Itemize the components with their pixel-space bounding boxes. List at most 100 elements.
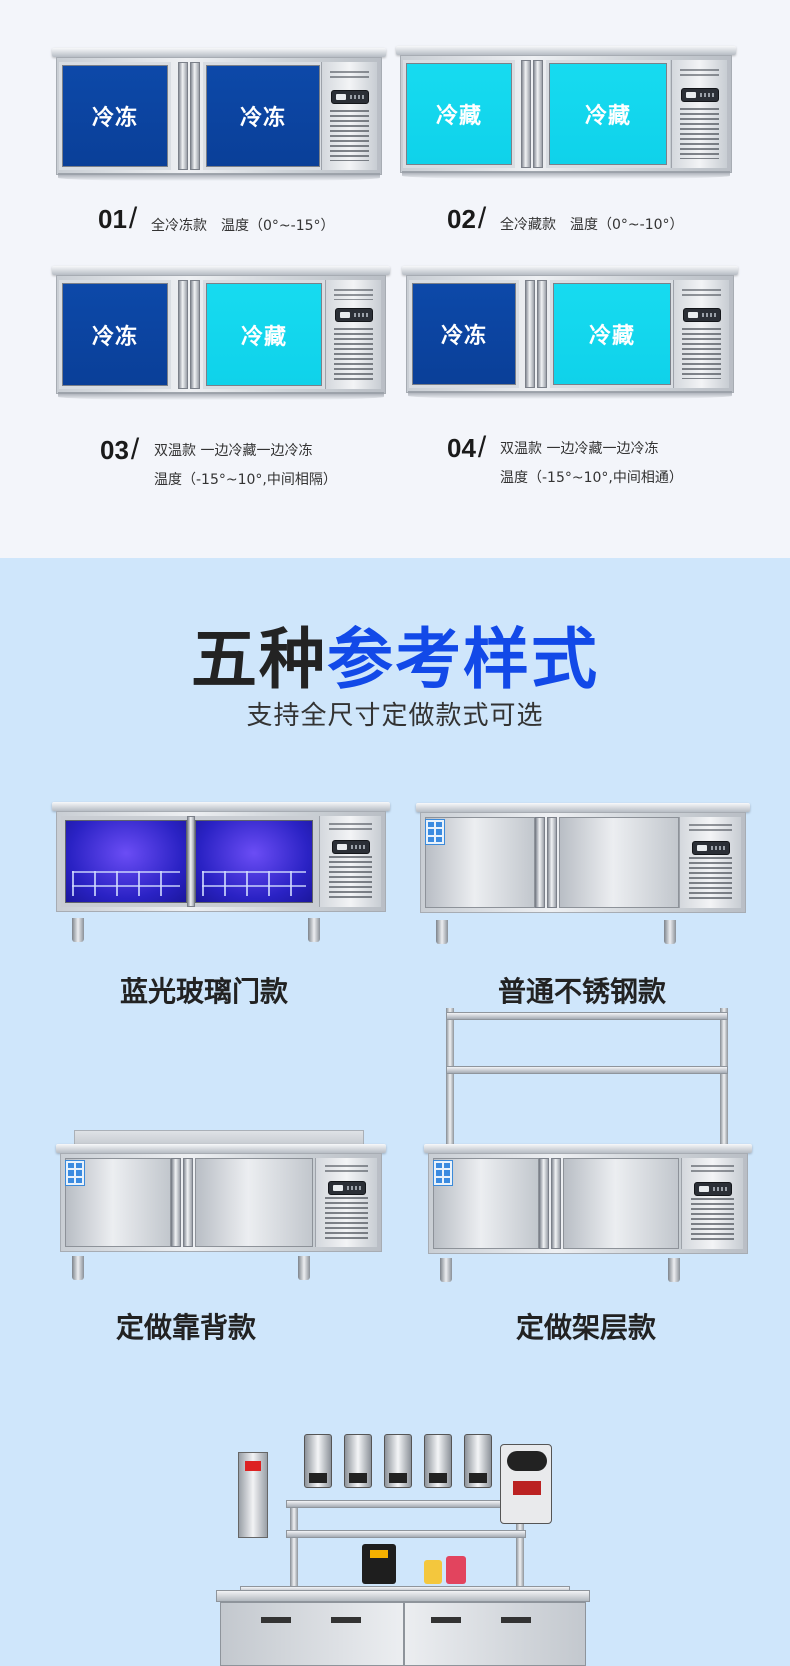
fridge-full-chill: 冷藏 冷藏 (396, 46, 736, 179)
vent-grille (324, 1197, 369, 1240)
base-shadow (58, 392, 384, 400)
door-label: 冷冻 (239, 106, 286, 131)
temperature-display (691, 840, 730, 855)
fridge-leg (436, 920, 448, 944)
fridge-full-freeze: 冷冻 冷冻 (52, 48, 386, 181)
fridge-dual-separated: 冷冻 冷藏 (52, 266, 390, 400)
vent-grille (329, 70, 370, 82)
fructose-dispenser-icon (362, 1544, 396, 1584)
counter-top (52, 802, 390, 811)
tea-urn-icon (464, 1434, 492, 1488)
door-handle (539, 1158, 549, 1249)
vent-grille (328, 823, 373, 833)
control-panel (673, 280, 729, 388)
fridge-body: 冷冻 冷冻 (56, 57, 382, 175)
caption-text: 温度（-15°~10°,中间相通） (500, 470, 683, 486)
water-boiler-icon (238, 1452, 268, 1538)
vent-grille (333, 327, 374, 381)
control-panel (679, 817, 741, 908)
fridge-blue-glass (52, 802, 390, 922)
door-handle (178, 280, 188, 389)
fridge-leg (72, 1256, 84, 1280)
vent-grille (324, 1165, 369, 1174)
fridge-dual-connected: 冷冻 冷藏 (402, 266, 738, 399)
vent-grille (679, 107, 720, 160)
shelf-grid (72, 871, 180, 897)
door-handle (190, 280, 200, 389)
temperature-display (331, 839, 370, 854)
door-handle (187, 816, 195, 907)
fridge-body (60, 1153, 382, 1252)
door-label: 冷冻 (91, 106, 138, 131)
door-handle (183, 1158, 193, 1247)
reference-styles-section: 五种参考样式 支持全尺寸定做款式可选 蓝光玻璃门款 (0, 558, 790, 1666)
door-left: 冷冻 (409, 280, 519, 388)
section-subtitle: 支持全尺寸定做款式可选 (246, 701, 544, 731)
fridge-body: 冷冻 冷藏 (56, 275, 386, 394)
fridge-leg (440, 1258, 452, 1282)
caption-text: 双温款 一边冷藏一边冷冻 (500, 441, 659, 457)
door-label: 冷冻 (440, 324, 487, 349)
fridge-body (428, 1153, 748, 1254)
steel-door-right (559, 817, 679, 908)
counter-top (52, 266, 390, 275)
control-panel (315, 1158, 377, 1247)
style-label-stainless: 普通不锈钢款 (497, 975, 666, 1008)
temperature-display (334, 308, 373, 323)
style-label-backsplash: 定做靠背款 (115, 1311, 256, 1344)
tea-urn-icon (424, 1434, 452, 1488)
base-shadow (58, 173, 380, 181)
shelf-grid (202, 871, 306, 897)
fridge-leg (308, 918, 320, 942)
door-left: 冷冻 (59, 62, 171, 170)
door-handle (547, 817, 557, 908)
fridge-backsplash (56, 1144, 386, 1260)
temperature-display (682, 308, 721, 323)
door-label: 冷藏 (435, 104, 482, 129)
fridge-body (420, 812, 746, 913)
steel-door-right (563, 1158, 679, 1249)
fridge-leg (668, 1258, 680, 1282)
temperature-types-section: 冷冻 冷冻 冷藏 冷藏 (0, 0, 790, 558)
fridge-shelf-rack (424, 1144, 752, 1262)
control-panel (681, 1158, 743, 1249)
section-title: 五种参考样式 (0, 606, 790, 702)
shelf-pole (516, 1502, 524, 1622)
fridge-body: 冷藏 冷藏 (400, 55, 732, 173)
vent-grille (690, 1198, 735, 1242)
station-counter-top (216, 1590, 590, 1602)
control-panel (321, 62, 377, 170)
counter-top (396, 46, 736, 55)
temperature-display (330, 90, 369, 105)
fridge-body: 冷冻 冷藏 (406, 275, 734, 393)
shelf-bar-top (446, 1012, 728, 1020)
vent-grille (688, 857, 733, 901)
control-panel (319, 816, 381, 907)
door-handle (537, 280, 547, 388)
door-handle (525, 280, 535, 388)
topping-jar-icon (424, 1560, 442, 1584)
style-label-blue-glass: 蓝光玻璃门款 (119, 975, 288, 1008)
vent-grille (690, 1165, 735, 1175)
spec-sticker-icon (65, 1160, 85, 1186)
sealing-machine-icon (500, 1444, 552, 1524)
fridge-leg (298, 1256, 310, 1280)
topping-jar-icon (446, 1556, 466, 1584)
caption-text: 全冷藏款 温度（0°~-10°） (500, 217, 684, 233)
temperature-display (693, 1181, 732, 1196)
caption-number: 04/ (447, 431, 487, 464)
door-handle (521, 60, 531, 168)
tea-urn-icon (384, 1434, 412, 1488)
door-right: 冷冻 (203, 62, 323, 170)
door-label: 冷藏 (588, 324, 635, 349)
vent-grille (688, 824, 733, 834)
steel-door-right (195, 1158, 313, 1247)
vent-grille (681, 327, 722, 380)
style-label-shelf-rack: 定做架层款 (515, 1311, 656, 1344)
caption-text: 温度（-15°~10°,中间相隔） (154, 472, 337, 488)
glass-door-left (61, 816, 191, 907)
door-handle (171, 1158, 181, 1247)
tea-urn-icon (344, 1434, 372, 1488)
temperature-display (680, 88, 719, 103)
title-dark-part: 五种 (191, 621, 327, 698)
